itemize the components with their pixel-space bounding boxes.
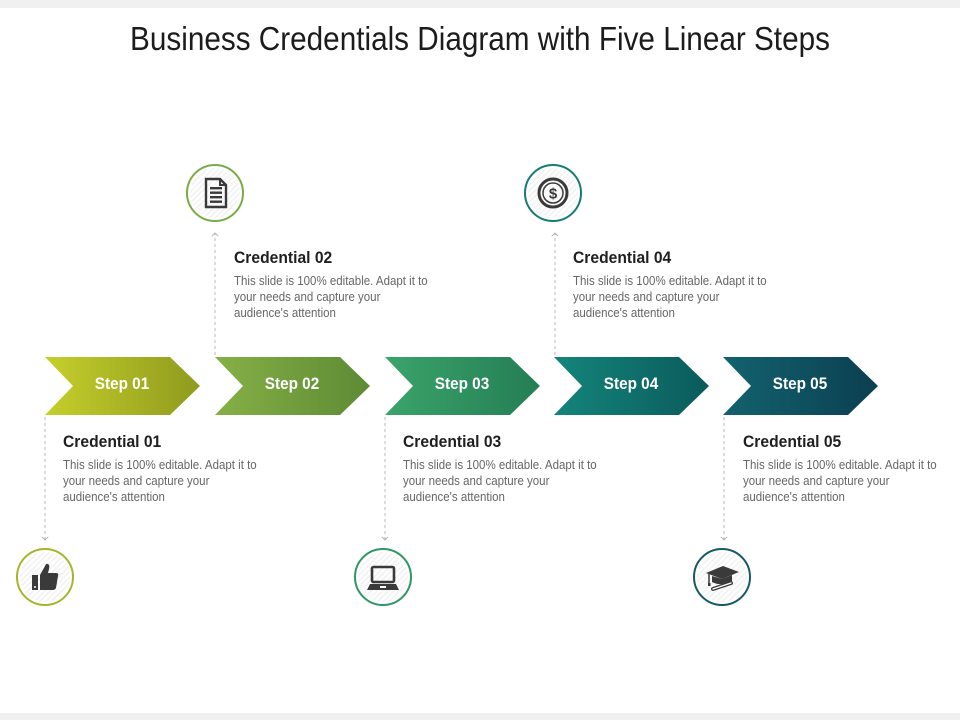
credential-04: Credential 04 This slide is 100% editabl… bbox=[573, 248, 778, 321]
step-04-label: Step 04 bbox=[603, 374, 659, 393]
credential-05-title: Credential 05 bbox=[743, 432, 842, 451]
document-icon bbox=[204, 177, 228, 209]
credential-02-title: Credential 02 bbox=[234, 248, 333, 267]
page-title: Business Credentials Diagram with Five L… bbox=[130, 20, 830, 57]
credential-03: Credential 03 This slide is 100% editabl… bbox=[403, 432, 608, 505]
credential-02-desc: This slide is 100% editable. Adapt it to… bbox=[234, 274, 428, 320]
credential-05: Credential 05 This slide is 100% editabl… bbox=[743, 432, 948, 505]
credential-01-icon-circle bbox=[16, 548, 74, 606]
top-band bbox=[0, 0, 960, 8]
step-05-chevron bbox=[723, 357, 878, 415]
step-03-chevron bbox=[385, 357, 540, 415]
credential-01-title: Credential 01 bbox=[63, 432, 162, 451]
laptop-icon bbox=[367, 565, 399, 590]
graduation-cap-icon bbox=[706, 566, 739, 591]
step-01-label: Step 01 bbox=[94, 374, 150, 393]
svg-text:$: $ bbox=[549, 186, 558, 203]
step-02-chevron bbox=[215, 357, 370, 415]
credential-01: Credential 01 This slide is 100% editabl… bbox=[63, 432, 268, 505]
step-03-label: Step 03 bbox=[434, 374, 490, 393]
dollar-coin-icon: $ bbox=[537, 177, 569, 209]
credential-05-desc: This slide is 100% editable. Adapt it to… bbox=[743, 458, 937, 504]
step-01-chevron bbox=[45, 357, 200, 415]
step-05-label: Step 05 bbox=[772, 374, 828, 393]
credential-01-desc: This slide is 100% editable. Adapt it to… bbox=[63, 458, 257, 504]
step-02-label: Step 02 bbox=[264, 374, 320, 393]
credential-03-title: Credential 03 bbox=[403, 432, 502, 451]
thumbs-up-icon bbox=[32, 563, 59, 590]
credential-04-icon-circle: $ bbox=[524, 164, 582, 222]
credential-03-icon-circle bbox=[354, 548, 412, 606]
credential-04-desc: This slide is 100% editable. Adapt it to… bbox=[573, 274, 767, 320]
credential-02-icon-circle bbox=[186, 164, 244, 222]
step-04-chevron bbox=[554, 357, 709, 415]
credential-03-desc: This slide is 100% editable. Adapt it to… bbox=[403, 458, 597, 504]
credential-05-icon-circle bbox=[693, 548, 751, 606]
credential-02: Credential 02 This slide is 100% editabl… bbox=[234, 248, 439, 321]
credential-04-title: Credential 04 bbox=[573, 248, 672, 267]
bottom-band bbox=[0, 713, 960, 720]
